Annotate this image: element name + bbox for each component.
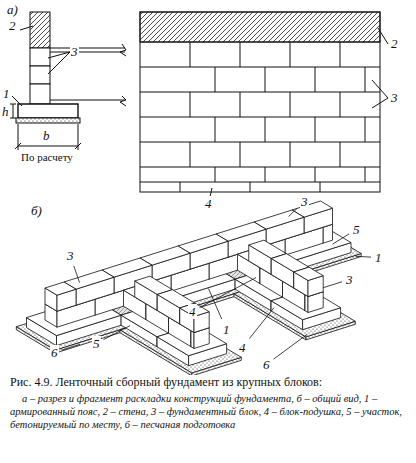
callout-number: 2 — [8, 18, 17, 33]
leader-line — [356, 256, 372, 258]
figure-caption: Рис. 4.9. Ленточный сборный фундамент из… — [10, 375, 406, 390]
callout-number: 3 — [66, 248, 75, 263]
leader-line — [62, 344, 81, 350]
dimension-note: По расчету — [20, 150, 74, 165]
callout-number: 2 — [390, 36, 399, 51]
leader-line — [104, 326, 131, 340]
callout-number: 4 — [188, 304, 197, 319]
leader-line — [333, 234, 350, 244]
callout-number: 1 — [374, 250, 383, 265]
view-letter: б) — [30, 203, 43, 218]
callout-number: 5 — [92, 336, 101, 351]
leader-line — [209, 289, 222, 319]
callout-number: 4 — [204, 196, 213, 211]
leader-line — [289, 208, 298, 216]
callout-number: 3 — [70, 44, 79, 59]
section-view — [10, 12, 126, 150]
callout-number: 3 — [345, 272, 354, 287]
dimension-label: b — [42, 128, 51, 143]
callout-number: 6 — [262, 357, 271, 372]
callout-number: 1 — [2, 86, 11, 101]
caption-legend: а – разрез и фрагмент раскладки конструк… — [10, 392, 406, 431]
leader-line — [74, 266, 80, 283]
dimension-label: h — [1, 104, 10, 119]
leader-line — [200, 278, 257, 308]
leader-line — [250, 308, 275, 339]
callout-number: 6 — [50, 345, 59, 360]
leader-line — [274, 334, 308, 359]
leader-lines — [62, 208, 372, 359]
callout-number: 1 — [222, 322, 231, 337]
callout-number: 3 — [300, 194, 309, 209]
leader-line — [323, 282, 342, 288]
block-layout-fragment — [140, 12, 388, 197]
callout-number: 4 — [238, 340, 247, 355]
callout-number: 5 — [352, 222, 361, 237]
general-view — [16, 201, 361, 376]
view-letter: а) — [6, 2, 19, 17]
callout-number: 3 — [390, 90, 399, 105]
